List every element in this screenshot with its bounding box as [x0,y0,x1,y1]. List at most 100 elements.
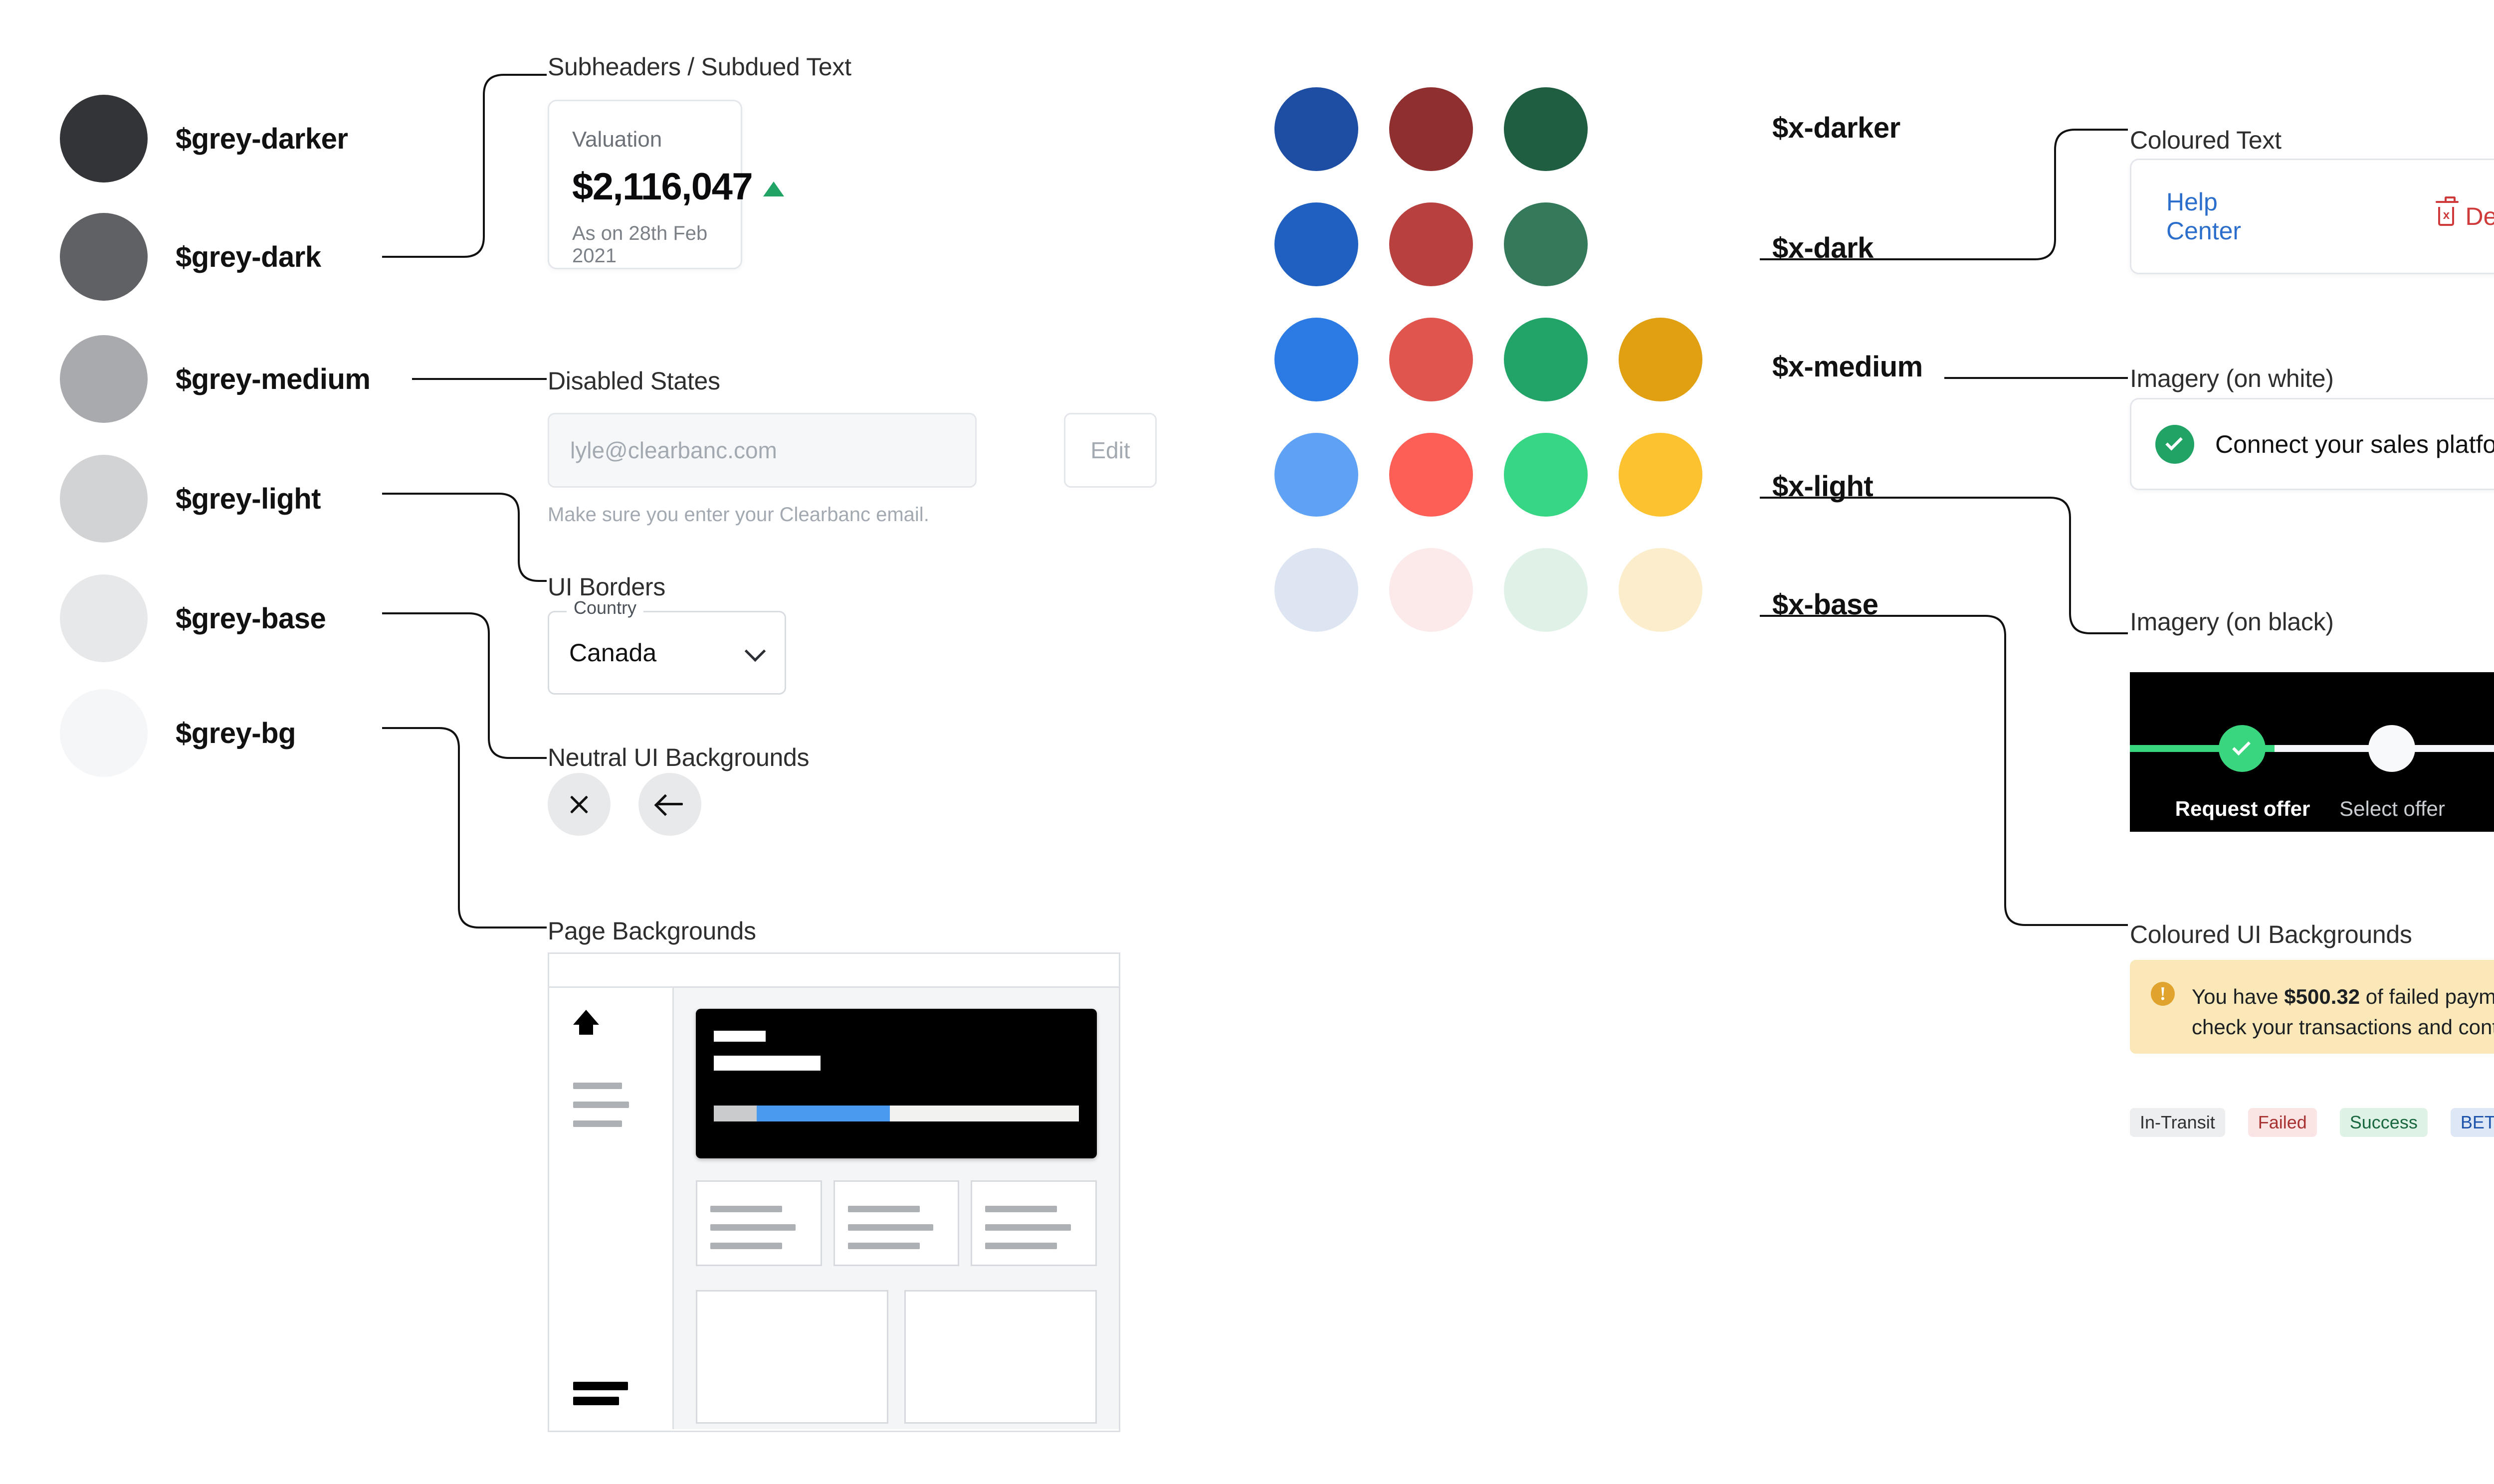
section-title-neutral-backgrounds: Neutral UI Backgrounds [548,743,810,771]
stepper-label-request-offer: Request offer [2175,797,2310,820]
valuation-card: Valuation $2,116,047 As on 28th Feb 2021 [548,100,785,269]
imagery-black-stepper: Request offer Select offer [2130,672,2494,832]
input-helper-text: Make sure you enter your Clearbanc email… [548,504,929,526]
swatch-label: $grey-medium [176,363,371,395]
progress-segment-empty [890,1106,1079,1121]
swatch-color [60,213,148,301]
stepper-step-complete[interactable] [2219,725,2266,772]
wireframe-card [904,1290,1097,1424]
status-badge-failed: Failed [2248,1108,2317,1137]
home-icon [573,1010,599,1025]
wireframe-sidebar [549,988,674,1429]
status-badge-beta: BETA [2450,1108,2494,1137]
swatch-grey-medium: $grey-medium [60,335,371,423]
swatch-color [60,689,148,777]
swatch-green-medium [1504,318,1588,401]
back-button[interactable] [638,773,701,836]
swatch-grey-darker: $grey-darker [60,95,348,183]
colour-label-medium: $x-medium [1772,351,1923,383]
wireframe-footer-item [573,1382,628,1390]
swatch-blue-light [1274,433,1358,517]
swatch-yellow-darker-empty [1619,87,1702,171]
swatch-row-darker [1274,87,1733,171]
swatch-color [60,335,148,423]
section-title-coloured-text: Coloured Text [2130,126,2282,154]
colour-label-dark: $x-dark [1772,232,1873,264]
wireframe-footer-item [573,1397,619,1405]
section-title-imagery-white: Imagery (on white) [2130,365,2334,392]
edit-button[interactable]: Edit [1064,413,1157,488]
swatch-yellow-base [1619,548,1702,632]
stepper-label-select-offer: Select offer [2339,797,2445,820]
swatch-row-dark [1274,202,1733,286]
status-badge-row: In-Transit Failed Success BETA Warning [2130,1108,2494,1137]
wireframe-card [971,1180,1097,1266]
colour-swatch-grid [1274,87,1733,663]
valuation-amount: $2,116,047 [572,166,753,208]
swatch-yellow-light [1619,433,1702,517]
country-select-value: Canada [569,639,657,667]
warning-text-before: You have [2192,985,2285,1008]
swatch-green-darker [1504,87,1588,171]
swatch-label: $grey-darker [176,122,348,155]
wireframe-hero-card [696,1009,1097,1158]
check-circle-icon [2155,424,2194,464]
wireframe-nav-item [573,1120,622,1127]
trend-up-icon [763,181,785,196]
wireframe-card-row-3 [696,1180,1097,1266]
status-badge-in-transit: In-Transit [2130,1108,2225,1137]
swatch-red-medium [1389,318,1473,401]
email-field[interactable]: lyle@clearbanc.com [548,413,977,488]
wireframe-progress-bar [714,1106,1079,1121]
valuation-label: Valuation [572,127,662,152]
swatch-green-dark [1504,202,1588,286]
wireframe-body [549,988,1119,1429]
wireframe-hero-line [714,1031,766,1042]
section-title-ui-borders: UI Borders [548,573,665,601]
close-button[interactable] [548,773,611,836]
swatch-blue-dark [1274,202,1358,286]
swatch-green-light [1504,433,1588,517]
warning-icon: ! [2151,982,2175,1006]
country-select[interactable]: Canada [548,611,786,695]
trash-x-icon: x [2436,196,2459,226]
swatch-row-base [1274,548,1733,632]
section-title-page-backgrounds: Page Backgrounds [548,917,756,945]
swatch-color [60,95,148,183]
swatch-blue-medium [1274,318,1358,401]
wireframe-card [696,1290,888,1424]
progress-segment-blue [757,1106,890,1121]
swatch-label: $grey-bg [176,717,296,749]
coloured-text-card: Help Center x Delete [2130,159,2494,274]
section-title-disabled-states: Disabled States [548,367,720,395]
swatch-blue-darker [1274,87,1358,171]
colour-label-darker: $x-darker [1772,112,1900,144]
swatch-red-darker [1389,87,1473,171]
home-icon-base [579,1024,593,1035]
swatch-yellow-dark-empty [1619,202,1702,286]
wireframe-topbar [549,954,1119,988]
delete-button[interactable]: x Delete [2436,196,2494,231]
swatch-yellow-medium [1619,318,1702,401]
swatch-grey-light: $grey-light [60,455,321,543]
stepper-step-current[interactable] [2368,725,2415,772]
chevron-down-icon [744,640,766,662]
swatch-label: $grey-light [176,482,321,515]
arrow-left-icon [657,793,683,815]
section-title-subheaders: Subheaders / Subdued Text [548,53,851,81]
swatch-color [60,574,148,662]
swatch-green-base [1504,548,1588,632]
help-center-link[interactable]: Help Center [2166,188,2242,245]
warning-text-after: of failed payments, please check your tr… [2192,985,2494,1039]
close-icon [568,793,591,816]
wireframe-nav-item [573,1083,622,1089]
swatch-red-light [1389,433,1473,517]
wireframe-card [696,1180,822,1266]
imagery-white-card[interactable]: Connect your sales platforms [2130,398,2494,490]
section-title-coloured-backgrounds: Coloured UI Backgrounds [2130,921,2412,948]
swatch-red-base [1389,548,1473,632]
warning-text: You have $500.32 of failed payments, ple… [2192,982,2494,1039]
colour-label-light: $x-light [1772,470,1873,503]
